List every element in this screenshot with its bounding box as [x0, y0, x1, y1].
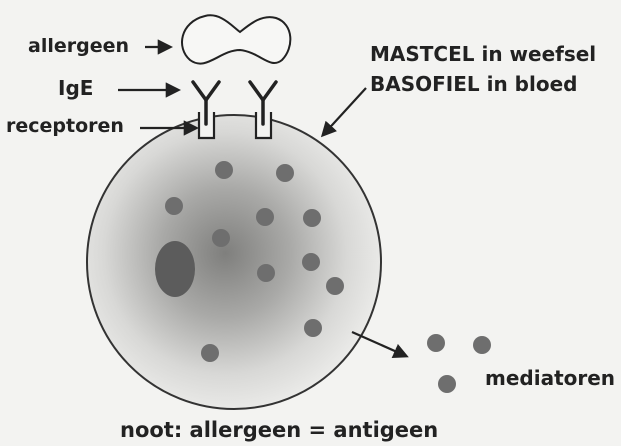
- granule: [215, 161, 233, 179]
- mediator-granule: [473, 336, 491, 354]
- mediator-granule: [438, 375, 456, 393]
- note-label: noot: allergeen = antigeen: [120, 420, 438, 441]
- allergen-shape: [182, 15, 290, 63]
- receptors-label: receptoren: [6, 117, 124, 136]
- mediator-release-arrow: [352, 332, 406, 356]
- mediator-granule: [427, 334, 445, 352]
- granule: [257, 264, 275, 282]
- cell-type-arrow: [323, 88, 366, 135]
- basophil-label: BASOFIEL in bloed: [370, 74, 577, 94]
- granule: [302, 253, 320, 271]
- ige-label: IgE: [58, 78, 93, 98]
- granule: [212, 229, 230, 247]
- granule: [165, 197, 183, 215]
- granule: [256, 208, 274, 226]
- granule: [201, 344, 219, 362]
- cell-body: [87, 115, 381, 409]
- granule: [276, 164, 294, 182]
- granule: [304, 319, 322, 337]
- allergen-label: allergeen: [28, 37, 129, 56]
- released-mediators: [427, 334, 491, 393]
- granule: [326, 277, 344, 295]
- nucleus: [155, 241, 195, 297]
- mediators-label: mediatoren: [485, 368, 615, 388]
- mast-cell-label: MASTCEL in weefsel: [370, 44, 596, 64]
- granule: [303, 209, 321, 227]
